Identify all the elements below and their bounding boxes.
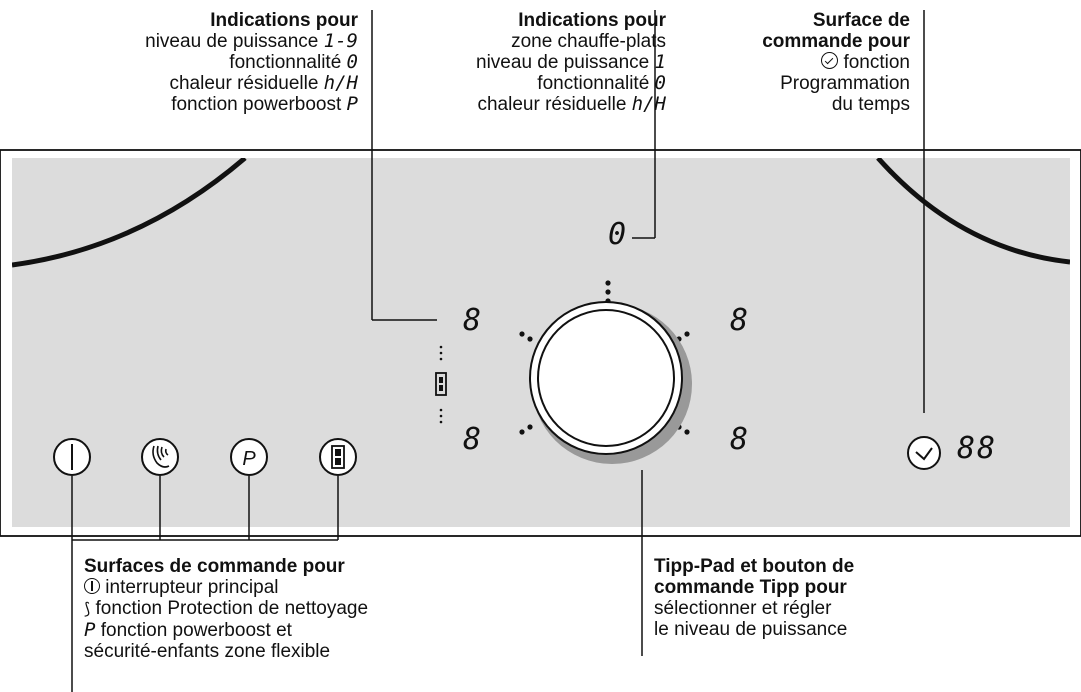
callout-text: fonctionnalité bbox=[537, 73, 650, 94]
callout-line: niveau de puissance 1 bbox=[372, 51, 666, 74]
callout-text: sécurité-enfants zone flexible bbox=[84, 641, 331, 662]
segment-symbol: h/H bbox=[323, 72, 358, 94]
callout-text: fonction Protection de nettoyage bbox=[95, 598, 369, 619]
clock-icon bbox=[821, 52, 839, 69]
segment-symbol: 1 bbox=[654, 51, 666, 73]
warming-zone-display: 0 bbox=[608, 217, 626, 252]
callout-text: fonction bbox=[843, 52, 910, 73]
hand-wipe-icon: ⟆ bbox=[84, 601, 91, 618]
callout-heading: commande Tipp pour bbox=[654, 577, 847, 598]
callout-text: chaleur résiduelle bbox=[169, 73, 319, 94]
callout-text: Programmation bbox=[780, 73, 910, 94]
power-icon bbox=[84, 578, 100, 594]
flex-zone-indicator bbox=[435, 345, 447, 424]
flex-zone-icon bbox=[331, 445, 345, 469]
callout-top-right: Surface de commande pour fonction Progra… bbox=[690, 10, 910, 115]
powerboost-label: P bbox=[242, 448, 256, 470]
callout-line: le niveau de puissance bbox=[654, 619, 954, 640]
callout-heading: Surface de bbox=[812, 10, 910, 31]
hand-wipe-icon bbox=[152, 445, 170, 468]
callout-line: fonctionnalité 0 bbox=[372, 72, 666, 95]
callout-heading: Indications pour bbox=[210, 10, 358, 31]
callout-heading: Surfaces de commande pour bbox=[84, 556, 345, 577]
cleaning-protection-button[interactable] bbox=[141, 438, 179, 476]
callout-heading: Tipp-Pad et bouton de bbox=[654, 556, 855, 577]
segment-symbol: 0 bbox=[654, 72, 666, 94]
callout-text: sélectionner et régler bbox=[654, 598, 832, 619]
callout-bottom-left: Surfaces de commande pour interrupteur p… bbox=[84, 556, 504, 662]
cooking-zone-right-arc bbox=[876, 158, 1070, 265]
powerboost-symbol: P bbox=[84, 619, 96, 641]
clock-icon bbox=[915, 447, 933, 461]
callout-line: P fonction powerboost et bbox=[84, 619, 504, 642]
callout-heading: Indications pour bbox=[518, 10, 666, 31]
callout-line: zone chauffe-plats bbox=[372, 31, 666, 52]
callout-text: fonction powerboost bbox=[171, 94, 342, 115]
segment-symbol: h/H bbox=[631, 93, 666, 115]
callout-text: le niveau de puissance bbox=[654, 619, 848, 640]
callout-text: chaleur résiduelle bbox=[477, 94, 627, 115]
zone-display-top-right: 8 bbox=[730, 303, 748, 338]
callout-line: chaleur résiduelle h/H bbox=[372, 93, 666, 116]
callout-line: sélectionner et régler bbox=[654, 598, 954, 619]
tipp-control-knob[interactable] bbox=[529, 301, 692, 464]
callout-text: fonctionnalité bbox=[229, 52, 342, 73]
callout-line: Programmation bbox=[690, 73, 910, 94]
callout-top-center: Indications pour zone chauffe-plats nive… bbox=[372, 10, 666, 115]
powerboost-button[interactable]: P bbox=[230, 438, 268, 476]
segment-symbol: P bbox=[346, 93, 358, 115]
callout-text: zone chauffe-plats bbox=[511, 31, 666, 52]
callout-line: du temps bbox=[690, 94, 910, 115]
callout-heading: commande pour bbox=[762, 31, 910, 52]
callout-text: niveau de puissance bbox=[476, 52, 650, 73]
callout-text: niveau de puissance bbox=[145, 31, 319, 52]
callout-line: fonction powerboost P bbox=[40, 93, 358, 116]
callout-line: fonction bbox=[690, 52, 910, 73]
callout-bottom-right: Tipp-Pad et bouton de commande Tipp pour… bbox=[654, 556, 954, 640]
callout-line: niveau de puissance 1-9 bbox=[40, 30, 358, 53]
zone-display-top-left: 8 bbox=[463, 303, 481, 338]
callout-line: interrupteur principal bbox=[84, 577, 504, 598]
timer-display: 88 bbox=[957, 431, 997, 466]
cooking-zone-left-arc bbox=[12, 158, 247, 268]
callout-line: sécurité-enfants zone flexible bbox=[84, 641, 504, 662]
segment-symbol: 0 bbox=[346, 51, 358, 73]
zone-display-bottom-left: 8 bbox=[463, 422, 481, 457]
timer-button[interactable] bbox=[907, 436, 941, 470]
callout-text: du temps bbox=[831, 94, 910, 115]
callout-line: fonctionnalité 0 bbox=[40, 51, 358, 74]
callout-text: interrupteur principal bbox=[105, 577, 279, 598]
callout-top-left: Indications pour niveau de puissance 1-9… bbox=[40, 10, 358, 115]
main-switch-button[interactable] bbox=[53, 438, 91, 476]
callout-text: fonction powerboost et bbox=[100, 620, 292, 641]
flex-zone-button[interactable] bbox=[319, 438, 357, 476]
callout-line: chaleur résiduelle h/H bbox=[40, 72, 358, 95]
zone-display-bottom-right: 8 bbox=[730, 422, 748, 457]
segment-symbol: 1-9 bbox=[323, 30, 358, 52]
callout-line: ⟆ fonction Protection de nettoyage bbox=[84, 598, 504, 620]
